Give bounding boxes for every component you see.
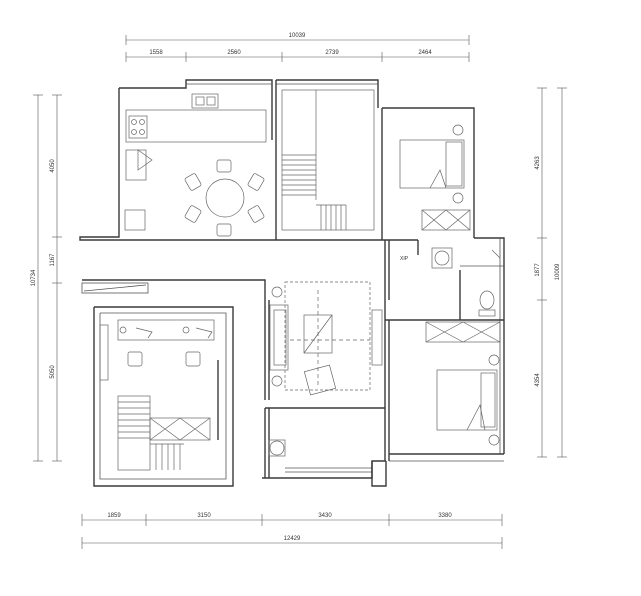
right-dim-1: 4263	[535, 156, 541, 170]
tv-cabinet	[371, 309, 383, 366]
left-dim-2: 1167	[50, 253, 56, 267]
top-dimensions: 10039 1558 2560 2739 2464	[125, 33, 470, 62]
bottom-dimensions: 1859 3150 3430 3380 12429	[81, 513, 503, 549]
lamp-icon	[452, 124, 464, 136]
kitchen	[124, 93, 267, 231]
bed-top-right	[399, 139, 465, 189]
kitchen-counter	[125, 109, 267, 143]
right-dim-3: 4354	[535, 373, 541, 387]
chair	[127, 351, 143, 367]
top-dim-4: 2464	[418, 50, 432, 56]
cabinet	[149, 417, 211, 441]
wardrobe	[421, 209, 471, 231]
lamp-icon	[271, 286, 283, 298]
stairs-bottom	[117, 395, 151, 471]
chair	[185, 351, 201, 367]
left-dim-3: 5050	[50, 365, 56, 379]
bed-bottom-right	[436, 369, 498, 431]
washer-label: XIP	[400, 256, 409, 262]
walls	[79, 79, 505, 487]
bottom-dim-3: 3430	[318, 513, 332, 519]
washing-machine	[269, 440, 285, 456]
utility-area	[268, 439, 286, 457]
living-room	[269, 281, 383, 396]
dining-table	[184, 159, 265, 237]
left-dim-1: 4050	[50, 159, 56, 173]
kitchen-sink	[191, 93, 219, 109]
top-dim-2: 2560	[227, 50, 241, 56]
lamp-icon	[488, 354, 500, 366]
bathroom: XIP	[400, 247, 501, 317]
lamp-icon	[271, 375, 283, 387]
bottom-dim-4: 3380	[438, 513, 452, 519]
toilet	[479, 290, 495, 310]
top-overall-dim: 10039	[289, 33, 306, 39]
bottom-dim-1: 1859	[107, 513, 121, 519]
bedroom-bottom-left	[99, 319, 215, 471]
lamp-icon	[452, 192, 464, 204]
armchair	[303, 364, 337, 396]
left-dimensions: 10734 4050 1167 5050	[31, 94, 62, 462]
washbasin	[434, 250, 450, 266]
bottom-dim-2: 3150	[197, 513, 211, 519]
left-overall-dim: 10734	[31, 269, 37, 286]
right-overall-dim: 10009	[555, 263, 561, 280]
top-dim-3: 2739	[325, 50, 339, 56]
bottom-overall-dim: 12429	[284, 536, 301, 542]
bedroom-top-right	[399, 124, 471, 231]
lamp-icon	[488, 434, 500, 446]
right-dimensions: 4263 1877 4354 10009	[535, 87, 567, 458]
desk	[117, 319, 215, 341]
bedroom-bottom-right	[425, 321, 501, 446]
right-dim-2: 1877	[535, 263, 541, 277]
fridge	[125, 149, 147, 181]
stairs-top	[281, 89, 375, 231]
stove-icon	[128, 115, 148, 139]
top-dim-1: 1558	[149, 50, 163, 56]
sofa	[269, 304, 289, 371]
wardrobe	[425, 321, 501, 343]
